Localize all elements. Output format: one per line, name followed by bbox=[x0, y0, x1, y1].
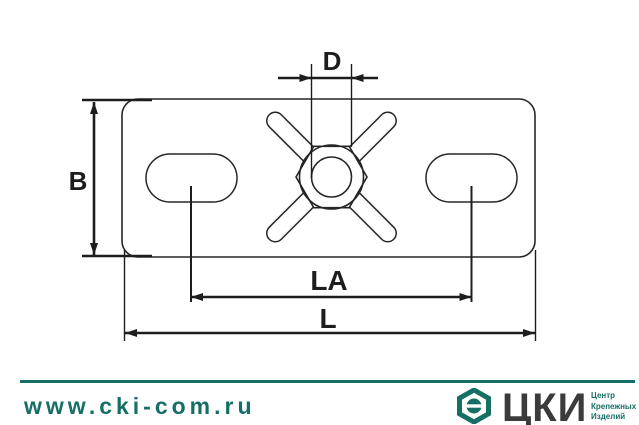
footer-divider bbox=[20, 380, 635, 383]
tagline-line-3: Изделий bbox=[591, 412, 626, 421]
website-url: www.cki-com.ru bbox=[24, 393, 256, 419]
dim-la-arrow-right bbox=[459, 293, 472, 301]
hex-nut-logo-icon bbox=[457, 388, 491, 424]
dimension-la: LA bbox=[191, 265, 472, 301]
dim-l-arrow-right bbox=[523, 329, 535, 337]
cross-nut-plate-drawing: D B LA L bbox=[69, 46, 537, 341]
dim-l-arrow-left bbox=[125, 329, 137, 337]
dimension-d: D bbox=[278, 46, 378, 178]
logo-slot bbox=[466, 404, 482, 408]
dimension-l: L bbox=[123, 250, 537, 341]
tagline-line-2: Крепежных bbox=[591, 401, 637, 411]
dim-b-arrow-top bbox=[90, 102, 98, 114]
nut-hole-circle bbox=[310, 156, 353, 198]
dim-la-arrow-left bbox=[191, 293, 203, 301]
company-logo-text: ЦКИ bbox=[502, 386, 588, 425]
dim-l-label: L bbox=[319, 303, 336, 334]
dim-d-label: D bbox=[323, 46, 342, 76]
dim-d-arrow-right bbox=[351, 74, 364, 82]
tagline-line-1: Центр bbox=[591, 391, 616, 400]
nut-chamfer-circle bbox=[298, 144, 365, 210]
dim-la-label: LA bbox=[310, 265, 347, 296]
dim-b-arrow-bottom bbox=[90, 243, 98, 255]
dimension-b: B bbox=[69, 98, 152, 258]
company-tagline: Центр Крепежных Изделий bbox=[591, 391, 636, 423]
dim-d-arrow-left bbox=[299, 74, 312, 82]
dim-b-label: B bbox=[69, 166, 88, 196]
